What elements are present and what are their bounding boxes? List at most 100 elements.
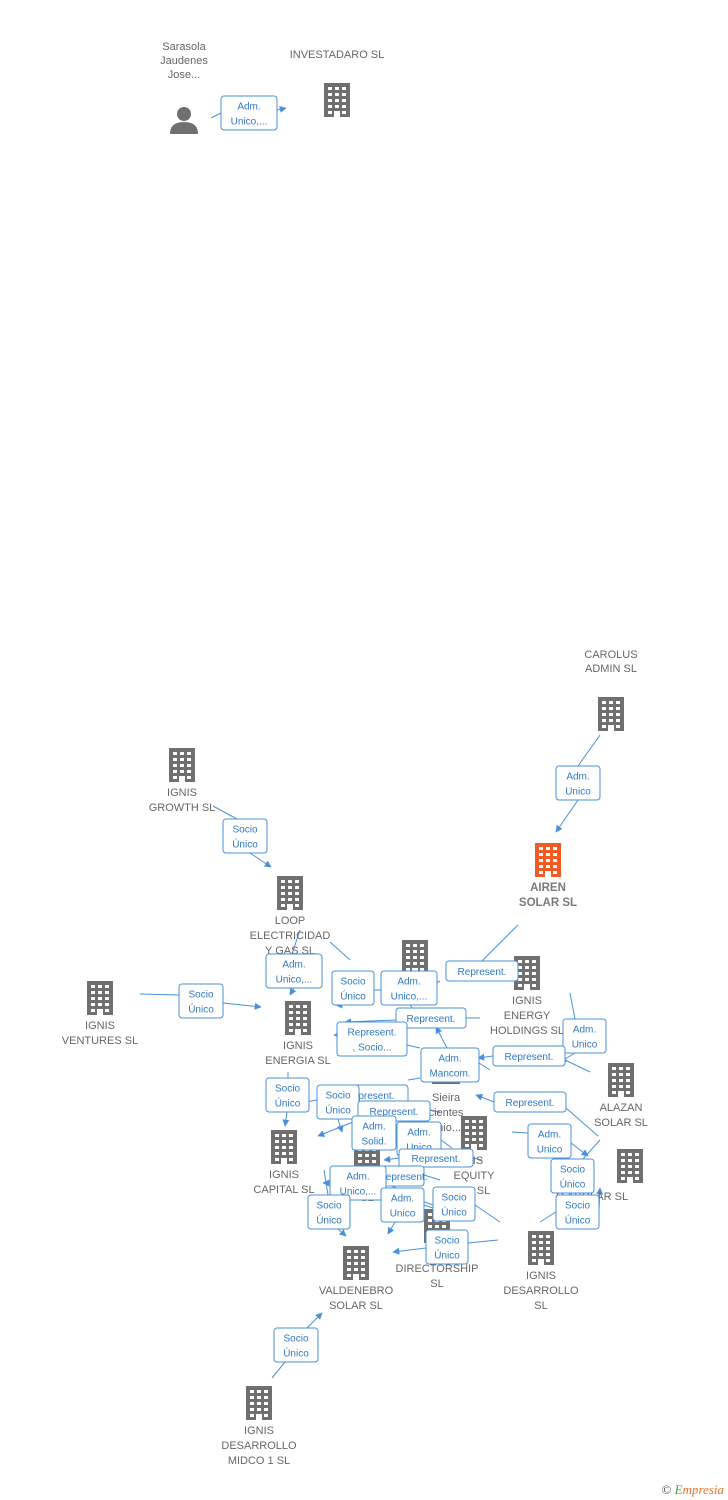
edge-arrow <box>289 987 297 996</box>
empresia-logo[interactable]: © Empresia <box>662 1482 725 1498</box>
node-label-line: VENTURES SL <box>62 1035 138 1047</box>
building-icon <box>402 940 428 974</box>
node-alazan[interactable]: ALAZAN SOLAR SL <box>594 1063 648 1129</box>
node-label-line: IGNIS <box>526 1270 556 1282</box>
node-sarasola[interactable]: SarasolaJaudenesJose... <box>160 41 208 134</box>
edge-label-box[interactable]: Represent. <box>445 960 519 982</box>
edge-label-text: Represent. <box>505 1052 554 1063</box>
building-icon <box>343 1246 369 1280</box>
edge-label-box[interactable]: Adm.Mancom. <box>420 1047 480 1083</box>
edge-label-text: Adm. <box>391 1194 414 1205</box>
edge-label-text: Único <box>340 990 366 1003</box>
edge-label-box[interactable]: Adm. Unico <box>396 1121 442 1157</box>
edge-label-box[interactable]: Adm.Unico <box>555 765 601 801</box>
edge-label-text: Único <box>325 1104 351 1117</box>
edge-label-text: Represent. <box>407 1014 456 1025</box>
edge-label-box[interactable]: Adm.Unico,... <box>220 95 278 131</box>
building-icon <box>285 1001 311 1035</box>
building-icon <box>246 1386 272 1420</box>
edge-label-text: Socio <box>275 1084 300 1095</box>
edge-label-text: Adm. <box>538 1130 561 1141</box>
edge-label-text: Adm. <box>407 1128 430 1139</box>
edge-label-box[interactable]: Represent. <box>493 1091 567 1113</box>
edge-label-text: Único <box>434 1249 460 1262</box>
edge-label-box[interactable]: Represent. <box>379 1165 428 1187</box>
node-airen[interactable]: AIREN SOLAR SL <box>519 843 577 909</box>
edge-label-text: Unico <box>406 1143 432 1154</box>
edge-label-box[interactable]: Adm.Unico,... <box>329 1165 387 1201</box>
edge-line <box>569 992 576 1020</box>
edge-label-box[interactable]: Adm.Unico <box>562 1018 607 1054</box>
node-label-line: SL <box>430 1278 443 1290</box>
edge-label-box[interactable]: Represent. <box>395 1007 467 1029</box>
person-icon <box>170 107 198 134</box>
node-label-line: ALAZAN <box>600 1102 643 1114</box>
edge-label-text: Único <box>232 838 258 851</box>
node-label-line: SOLAR SL <box>594 1117 648 1129</box>
edge-label-text: Único <box>283 1347 309 1360</box>
edge-arrow <box>337 1228 347 1237</box>
node-label-line: Sarasola <box>162 41 206 53</box>
node-label-line: AIREN <box>530 882 566 894</box>
node-label-line: SOLAR SL <box>519 897 577 909</box>
edge-label-text: Único <box>316 1214 342 1227</box>
edge-line <box>323 1169 329 1196</box>
edge-arrow <box>306 1312 323 1329</box>
node-label-line: DESARROLLO <box>221 1440 297 1452</box>
edge-label-text: Represent. <box>458 967 507 978</box>
edge-arrow <box>387 1221 396 1235</box>
edge-label-text: Socio <box>560 1165 585 1176</box>
edge-label-box[interactable]: Represent. <box>492 1045 566 1067</box>
edge-label-text: Socio <box>325 1091 350 1102</box>
edge-label-text: Socio <box>565 1201 590 1212</box>
node-equity[interactable]: NISEQUITYGS SL <box>454 1116 496 1197</box>
edge-line <box>212 805 238 820</box>
node-investadaro[interactable]: INVESTADARO SL <box>290 49 385 117</box>
edge-line <box>210 112 222 119</box>
edge-label-text: Unico <box>572 1040 598 1051</box>
edge-label-text: Represent. <box>506 1098 555 1109</box>
edge-line <box>440 1139 453 1149</box>
node-label-line: CAROLUS <box>584 649 637 661</box>
edge-label-text: Represent. <box>379 1172 428 1183</box>
edge-arrow <box>435 1026 448 1049</box>
edge-label-box[interactable]: Adm.Unico,... <box>265 953 323 989</box>
node-label-line: ENERGIA SL <box>265 1055 330 1067</box>
edge-label-box[interactable]: Represent., Socio... <box>336 1021 408 1057</box>
edge-label-text: Único <box>565 1214 591 1227</box>
edge-label-box[interactable]: Adm. Unico <box>527 1123 572 1159</box>
edge-label-text: Unico <box>537 1145 563 1156</box>
edge-label-box[interactable]: Adm.Solid. <box>351 1115 397 1151</box>
node-label-line: CAPITAL SL <box>253 1184 314 1196</box>
edge-label-box[interactable]: Represent. <box>398 1148 474 1168</box>
edge-arrow <box>475 1094 495 1103</box>
edge-label-box[interactable]: Adm.Unico,... <box>380 970 438 1006</box>
edge-label-text: Adm. <box>346 1172 369 1183</box>
edge-line <box>564 1059 591 1073</box>
edge-label-box[interactable]: Adm.Unico <box>380 1187 425 1223</box>
edge-arrow <box>336 1118 344 1133</box>
edge-line <box>582 1139 601 1160</box>
edge-arrow <box>249 852 272 868</box>
